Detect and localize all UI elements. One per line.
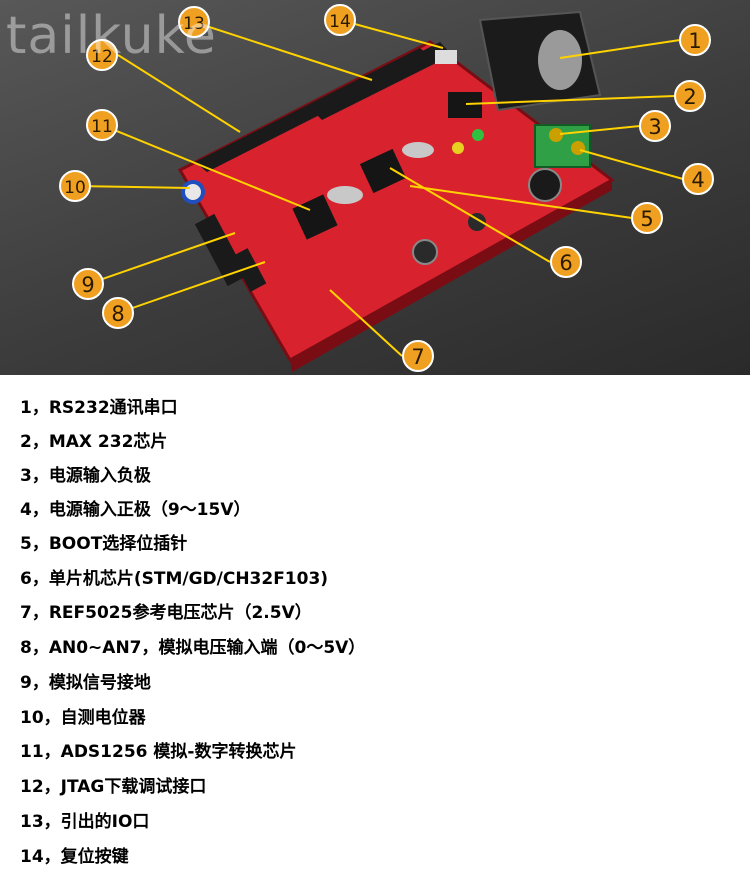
max232-chip	[448, 92, 482, 118]
callout-4: 4	[682, 163, 714, 195]
potentiometer	[181, 180, 205, 204]
svg-text:13: 13	[183, 14, 205, 34]
legend-item: 5，BOOT选择位插针	[20, 534, 188, 554]
svg-text:4: 4	[691, 168, 704, 192]
legend-item: 6，单片机芯片(STM/GD/CH32F103)	[20, 569, 329, 589]
callout-14: 14	[324, 4, 356, 36]
callout-3: 3	[639, 110, 671, 142]
svg-text:7: 7	[411, 345, 424, 369]
callout-12: 12	[86, 39, 118, 71]
callout-5: 5	[631, 202, 663, 234]
callout-6: 6	[550, 246, 582, 278]
crystal	[327, 186, 363, 204]
legend-item: 10，自测电位器	[20, 708, 146, 728]
callout-10: 10	[59, 170, 91, 202]
svg-text:10: 10	[64, 178, 86, 198]
callout-9: 9	[72, 268, 104, 300]
svg-text:9: 9	[81, 273, 94, 297]
callout-2: 2	[674, 80, 706, 112]
io-header-pins	[195, 42, 452, 172]
callout-13: 13	[178, 6, 210, 38]
legend-item: 11，ADS1256 模拟-数字转换芯片	[20, 742, 297, 762]
legend-item: 3，电源输入负极	[20, 466, 151, 486]
svg-text:11: 11	[91, 117, 113, 137]
reset-button	[435, 50, 457, 64]
legend-item: 14，复位按键	[20, 847, 129, 867]
legend-list: 1，RS232通讯串口 2，MAX 232芯片 3，电源输入负极 4，电源输入正…	[0, 375, 750, 884]
callout-11: 11	[86, 109, 118, 141]
board-photo: 1 2 3 4 5 6 7 8 9 10 11 12 13 14 tailkuk…	[0, 0, 750, 375]
db9-connector	[478, 10, 602, 112]
legend-item: 4，电源输入正极（9～15V）	[20, 500, 251, 520]
svg-text:5: 5	[640, 207, 653, 231]
board-illustration: 1 2 3 4 5 6 7 8 9 10 11 12 13 14	[59, 4, 714, 372]
legend-item: 9，模拟信号接地	[20, 673, 151, 693]
capacitor	[528, 168, 562, 202]
svg-text:2: 2	[683, 85, 696, 109]
callout-1: 1	[679, 24, 711, 56]
legend-item: 13，引出的IO口	[20, 812, 150, 832]
svg-text:8: 8	[111, 302, 124, 326]
svg-text:6: 6	[559, 251, 572, 275]
legend-item: 8，AN0~AN7，模拟电压输入端（0～5V）	[20, 638, 366, 658]
legend-item: 7，REF5025参考电压芯片（2.5V）	[20, 603, 312, 623]
legend-item: 1，RS232通讯串口	[20, 398, 178, 418]
svg-text:12: 12	[91, 47, 113, 67]
svg-text:14: 14	[329, 12, 351, 32]
leader-lines	[74, 19, 684, 357]
svg-text:3: 3	[648, 115, 661, 139]
svg-text:1: 1	[688, 29, 701, 53]
legend-item: 12，JTAG下载调试接口	[20, 777, 207, 797]
callout-7: 7	[402, 340, 434, 372]
legend-item: 2，MAX 232芯片	[20, 432, 168, 452]
watermark-text: tailkuke	[6, 6, 217, 66]
mcu-chip	[359, 148, 407, 194]
callout-8: 8	[102, 297, 134, 329]
adc-chip	[292, 194, 338, 240]
